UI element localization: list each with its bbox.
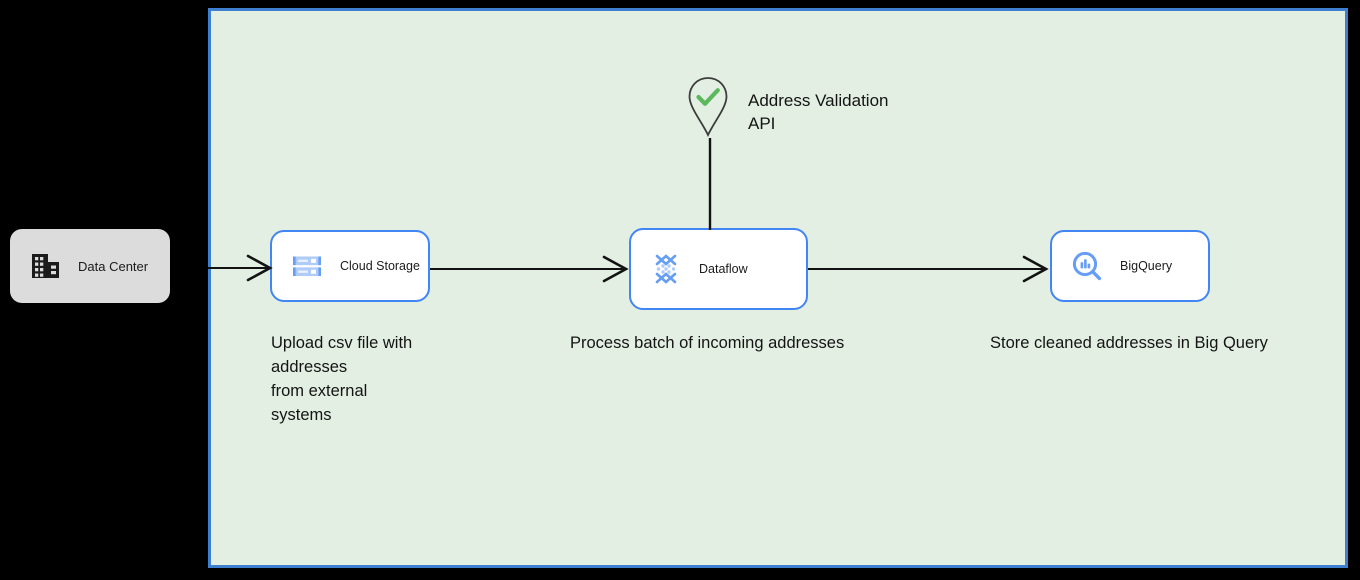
caption-dataflow: Process batch of incoming addresses — [570, 334, 845, 352]
label-address-validation-api: Address Validation API — [748, 91, 889, 133]
node-label-cloud-storage: Cloud Storage — [340, 259, 420, 273]
cloud-storage-icon — [290, 249, 324, 283]
bigquery-icon — [1070, 249, 1104, 283]
node-cloud-storage[interactable]: Cloud Storage — [270, 230, 430, 302]
caption-bigquery: Store cleaned addresses in Big Query — [990, 334, 1268, 352]
node-label-bigquery: BigQuery — [1120, 259, 1173, 273]
map-pin-check-icon[interactable] — [686, 76, 730, 138]
node-dataflow[interactable]: Dataflow — [629, 228, 808, 310]
caption-cloud-storage: Upload csv file with addresses from exte… — [271, 334, 413, 424]
node-data-center[interactable]: Data Center — [10, 229, 170, 303]
node-bigquery[interactable]: BigQuery — [1050, 230, 1210, 302]
dataflow-icon — [649, 252, 683, 286]
node-label-dataflow: Dataflow — [699, 262, 748, 276]
building-icon — [28, 249, 62, 283]
node-label-data-center: Data Center — [78, 258, 149, 274]
